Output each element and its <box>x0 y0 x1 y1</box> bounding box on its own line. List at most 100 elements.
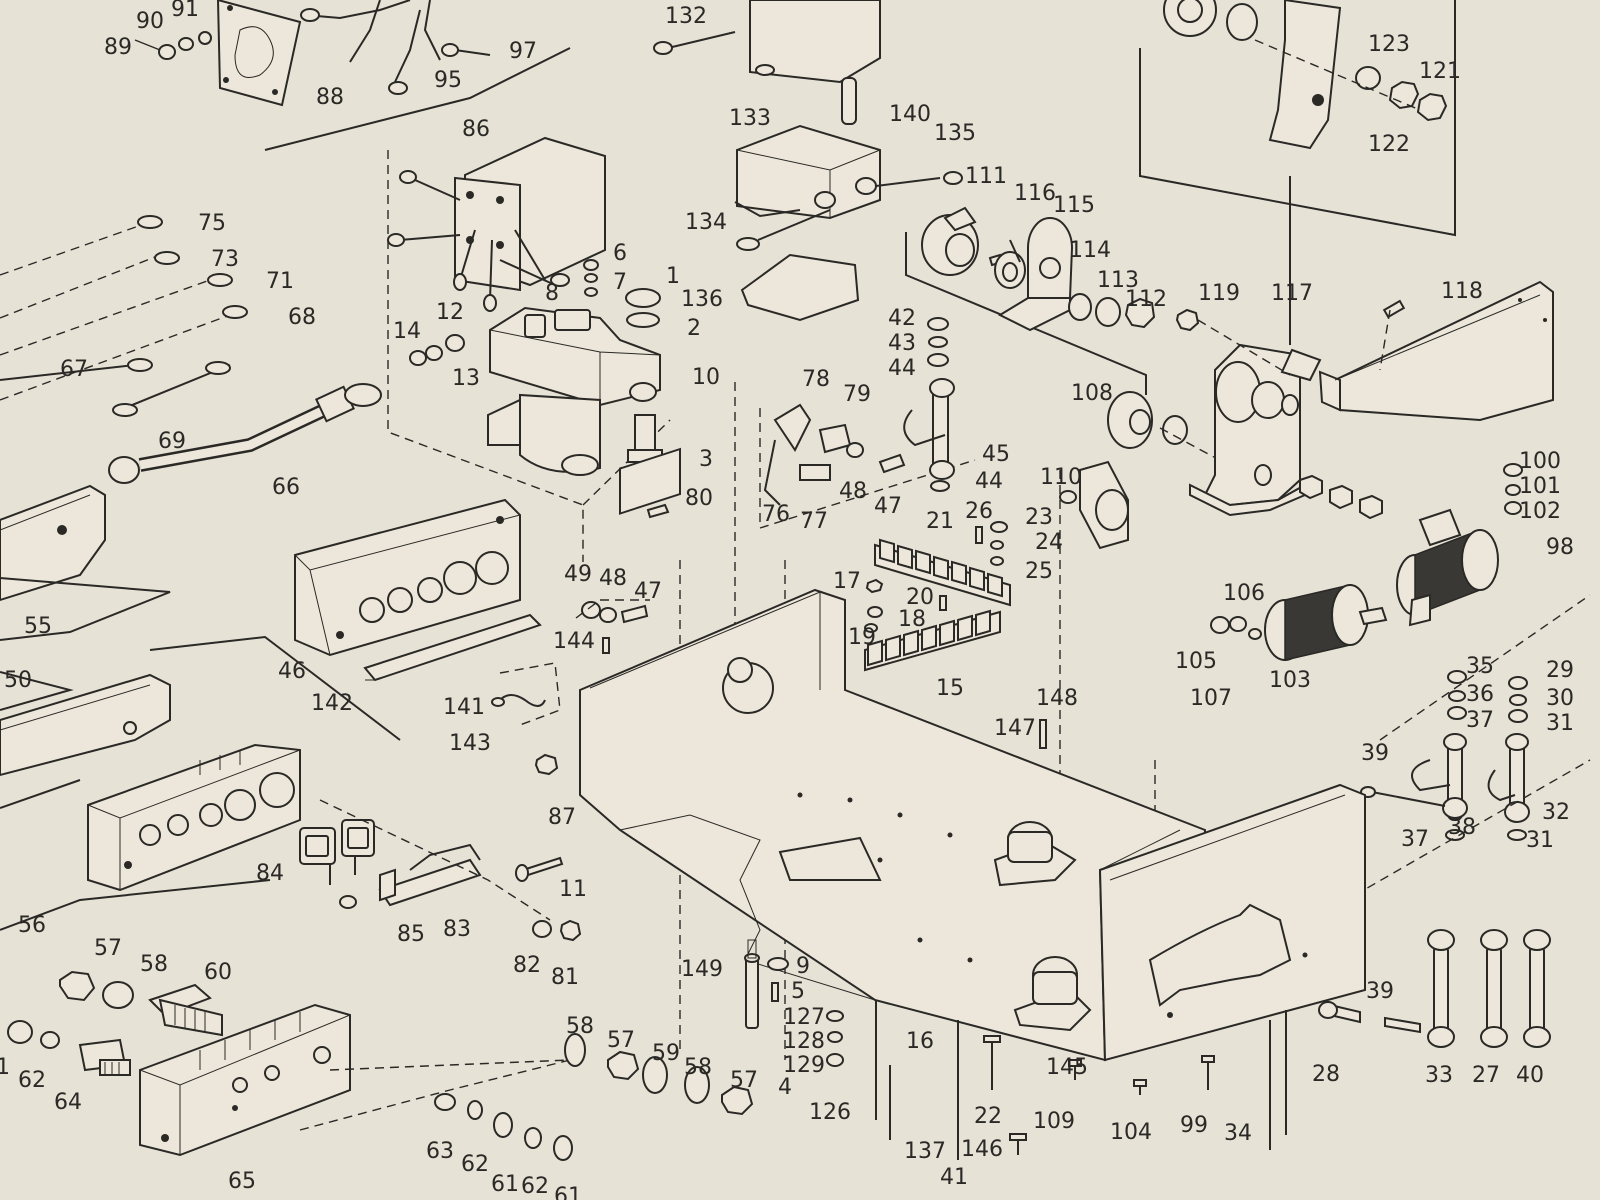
callout-121: 121 <box>1419 59 1461 84</box>
solenoid-10 <box>487 306 661 476</box>
callout-109: 109 <box>1033 1109 1075 1134</box>
callout-112: 112 <box>1125 287 1167 312</box>
callout-142: 142 <box>311 691 353 716</box>
callout-123: 123 <box>1368 32 1410 57</box>
callout-24: 24 <box>1035 530 1063 555</box>
callout-43: 43 <box>888 331 916 356</box>
callout-63: 63 <box>426 1139 454 1164</box>
callout-148: 148 <box>1036 686 1078 711</box>
callout-41: 41 <box>940 1165 968 1190</box>
callout-69: 69 <box>158 429 186 454</box>
nut-119 <box>1175 308 1291 376</box>
cable-clamps-84 <box>299 819 375 885</box>
dashed-rail-link <box>1379 594 1591 741</box>
bracket-56 <box>0 779 271 931</box>
callout-58: 58 <box>566 1014 594 1039</box>
callout-5: 5 <box>791 979 805 1004</box>
callout-83: 83 <box>443 917 471 942</box>
callout-28: 28 <box>1312 1062 1340 1087</box>
component-group-top-right <box>1139 0 1456 237</box>
callout-6: 6 <box>613 241 627 266</box>
callout-114: 114 <box>1069 238 1111 263</box>
callout-57: 57 <box>94 936 122 961</box>
callout-62: 62 <box>18 1068 46 1093</box>
callout-115: 115 <box>1053 193 1095 218</box>
callout-16: 16 <box>906 1029 934 1054</box>
callout-68: 68 <box>288 305 316 330</box>
callout-60: 60 <box>204 960 232 985</box>
screws-5-9-127-129 <box>767 957 844 1067</box>
callout-44: 44 <box>888 356 916 381</box>
callout-126: 126 <box>809 1100 851 1125</box>
standoff-4 <box>744 939 760 1029</box>
wire-143 <box>491 662 561 726</box>
callout-122: 122 <box>1368 132 1410 157</box>
bracket-50 <box>0 671 74 711</box>
bracket-55 <box>0 577 171 641</box>
callout-3: 3 <box>699 447 713 472</box>
callout-102: 102 <box>1519 499 1561 524</box>
callout-30: 30 <box>1546 686 1574 711</box>
dashed-group-78b <box>759 408 976 529</box>
callout-100: 100 <box>1519 449 1561 474</box>
side-rail-right <box>1098 783 1366 1062</box>
relay-box-132 <box>653 0 881 84</box>
callout-95: 95 <box>434 68 462 93</box>
callout-73: 73 <box>211 247 239 272</box>
callout-1: 1 <box>666 264 680 289</box>
callout-61: 61 <box>491 1172 519 1197</box>
callout-84: 84 <box>256 861 284 886</box>
callout-29: 29 <box>1546 658 1574 683</box>
dashed-lead <box>582 419 671 506</box>
resistor-103 <box>1210 584 1388 661</box>
connector-block-56 <box>87 743 301 892</box>
callout-132: 132 <box>665 4 707 29</box>
callout-141: 141 <box>443 695 485 720</box>
callout-91: 91 <box>171 0 199 22</box>
hardware-1-2-3-12-14 <box>409 259 663 463</box>
shock-mount-147 <box>993 719 1077 887</box>
callout-101: 101 <box>1519 474 1561 499</box>
callout-11: 11 <box>559 877 587 902</box>
callout-110: 110 <box>1040 465 1082 490</box>
callout-15: 15 <box>936 676 964 701</box>
callout-137: 137 <box>904 1139 946 1164</box>
callout-25: 25 <box>1025 559 1053 584</box>
callout-18: 18 <box>898 607 926 632</box>
callout-31: 31 <box>1546 711 1574 736</box>
callout-98: 98 <box>1546 535 1574 560</box>
hardware-47-49-144 <box>575 599 650 654</box>
callout-127: 127 <box>783 1005 825 1030</box>
callout-77: 77 <box>800 509 828 534</box>
callout-40: 40 <box>1516 1063 1544 1088</box>
callout-27: 27 <box>1472 1063 1500 1088</box>
cable-66 <box>108 383 382 484</box>
callout-82: 82 <box>513 953 541 978</box>
nuts-bottom-117 <box>1299 474 1383 520</box>
nuts-112-114 <box>1068 293 1156 329</box>
callout-57: 57 <box>730 1068 758 1093</box>
strip-141 <box>363 613 542 682</box>
callout-103: 103 <box>1269 668 1311 693</box>
callout-79: 79 <box>843 382 871 407</box>
rail-118 <box>1318 280 1554 422</box>
resistor-98 <box>1396 463 1523 627</box>
callout-61: 61 <box>554 1184 582 1200</box>
callout-58: 58 <box>140 952 168 977</box>
callout-59: 59 <box>652 1041 680 1066</box>
shock-mount-145 <box>1013 956 1092 1032</box>
relay-86 <box>387 136 606 312</box>
callout-71: 71 <box>266 269 294 294</box>
callout-66: 66 <box>272 475 300 500</box>
callout-20: 20 <box>906 585 934 610</box>
callout-36: 36 <box>1466 682 1494 707</box>
callout-10: 10 <box>692 365 720 390</box>
callout-1: 1 <box>0 1055 10 1080</box>
callout-26: 26 <box>965 499 993 524</box>
gasket-136 <box>740 253 860 322</box>
washer-116 <box>993 239 1027 289</box>
callout-105: 105 <box>1175 649 1217 674</box>
bracket-110 <box>1059 460 1129 550</box>
callout-33: 33 <box>1425 1063 1453 1088</box>
